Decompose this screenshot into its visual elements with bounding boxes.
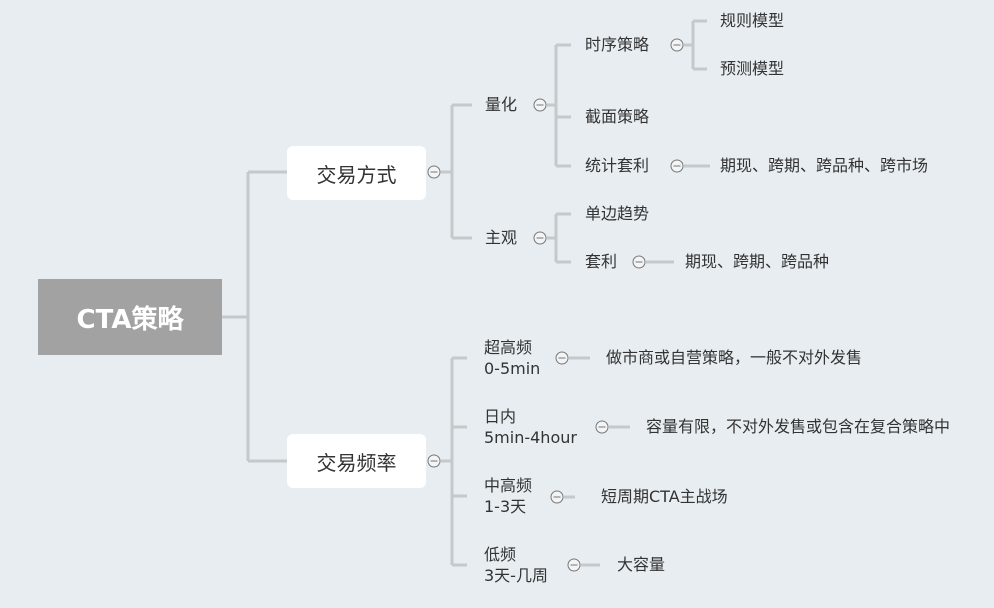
node-time-series[interactable]: 时序策略 xyxy=(585,35,650,54)
collapse-icon[interactable] xyxy=(595,420,609,434)
node-mid-high-freq[interactable]: 中高频 1-3天 xyxy=(484,475,532,517)
node-quant[interactable]: 量化 xyxy=(485,95,518,114)
node-note[interactable]: 容量有限，不对外发售或包含在复合策略中 xyxy=(646,417,951,436)
node-intraday[interactable]: 日内 5min-4hour xyxy=(484,406,577,448)
label: 低频 xyxy=(484,545,517,564)
collapse-icon[interactable] xyxy=(670,38,684,52)
node-discretionary[interactable]: 主观 xyxy=(485,228,518,247)
label: 中高频 xyxy=(484,476,533,495)
label: 超高频 xyxy=(484,338,533,357)
node-cross-section[interactable]: 截面策略 xyxy=(585,107,650,126)
node-trend[interactable]: 单边趋势 xyxy=(585,204,650,223)
collapse-icon[interactable] xyxy=(555,351,569,365)
collapse-icon[interactable] xyxy=(632,255,646,269)
collapse-icon[interactable] xyxy=(550,490,564,504)
sublabel: 1-3天 xyxy=(484,497,527,516)
node-arb-detail[interactable]: 期现、跨期、跨品种 xyxy=(685,252,830,271)
node-low-freq[interactable]: 低频 3天-几周 xyxy=(484,544,548,586)
collapse-icon[interactable] xyxy=(533,231,547,245)
node-predict-model[interactable]: 预测模型 xyxy=(720,59,785,78)
node-stat-arb-detail[interactable]: 期现、跨期、跨品种、跨市场 xyxy=(720,156,929,175)
node-rule-model[interactable]: 规则模型 xyxy=(720,11,785,30)
node-note[interactable]: 短周期CTA主战场 xyxy=(601,487,728,506)
sublabel: 0-5min xyxy=(484,359,541,378)
collapse-icon[interactable] xyxy=(670,159,684,173)
root-node[interactable]: CTA策略 xyxy=(38,279,222,355)
collapse-icon[interactable] xyxy=(533,98,547,112)
node-note[interactable]: 做市商或自营策略，一般不对外发售 xyxy=(606,348,863,367)
node-arb[interactable]: 套利 xyxy=(585,252,618,271)
collapse-icon[interactable] xyxy=(427,454,441,468)
node-note[interactable]: 大容量 xyxy=(617,555,666,574)
collapse-icon[interactable] xyxy=(427,165,441,179)
node-ultra-high-freq[interactable]: 超高频 0-5min xyxy=(484,337,540,379)
node-stat-arb[interactable]: 统计套利 xyxy=(585,156,650,175)
node-trading-frequency[interactable]: 交易频率 xyxy=(287,434,426,488)
sublabel: 5min-4hour xyxy=(484,428,577,447)
node-trading-method[interactable]: 交易方式 xyxy=(287,146,426,200)
sublabel: 3天-几周 xyxy=(484,566,548,585)
label: 日内 xyxy=(484,407,517,426)
collapse-icon[interactable] xyxy=(567,558,581,572)
